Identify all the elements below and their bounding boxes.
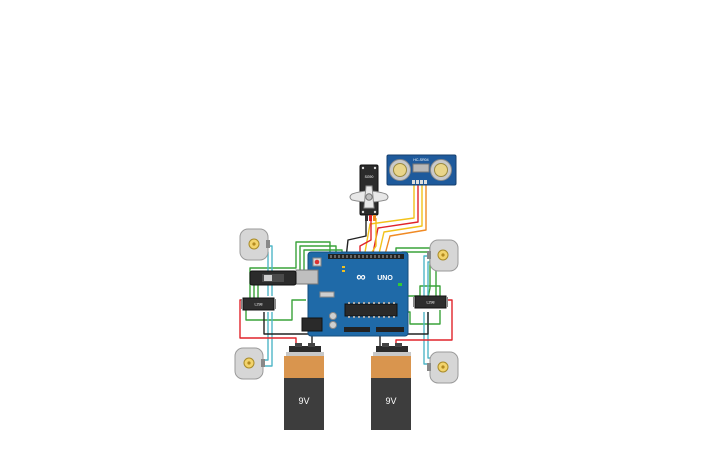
wire-right-red[interactable] [395, 299, 453, 348]
analog-header [376, 327, 404, 332]
wire-ultrasonic-trig[interactable] [377, 184, 423, 259]
motor-driver-left-label: L298 [255, 303, 263, 307]
wire-ultrasonic-gnd[interactable] [363, 184, 415, 259]
arduino-logo: ∞ [356, 269, 365, 284]
wire-left-green-4[interactable] [245, 299, 306, 321]
dc-motor-front-left[interactable] [239, 228, 270, 261]
motor-driver-right-label: L298 [427, 301, 435, 305]
battery-left[interactable]: 9V [284, 343, 324, 430]
dc-motor-rear-right[interactable] [427, 351, 459, 384]
atmega-chip [344, 303, 398, 317]
power-jack[interactable] [301, 317, 323, 332]
servo-motor[interactable]: SG90 [349, 164, 389, 221]
ultrasonic-label: HC-SR04 [413, 158, 428, 162]
arduino-brand: UNO [377, 275, 393, 282]
power-header [344, 327, 370, 332]
wire-ultrasonic-echo[interactable] [383, 184, 427, 259]
wire-ultrasonic-vcc[interactable] [371, 184, 419, 259]
arduino-uno-board[interactable]: ∞ UNO [295, 251, 409, 337]
slide-switch[interactable] [249, 270, 297, 286]
wire-left-black[interactable] [263, 312, 313, 348]
battery-right[interactable]: 9V [371, 343, 411, 430]
servo-label: SG90 [365, 175, 374, 179]
battery-left-label: 9V [298, 396, 309, 406]
ultrasonic-sensor[interactable]: HC-SR04 [386, 154, 457, 186]
wire-left-cyan-bottom2[interactable] [262, 312, 273, 367]
dc-motor-rear-left[interactable] [234, 347, 265, 380]
motor-driver-right[interactable]: L298 [413, 295, 448, 309]
wire-servo-signal[interactable] [345, 218, 367, 259]
dc-motor-front-right[interactable] [427, 239, 459, 272]
usb-port[interactable] [295, 269, 319, 285]
battery-right-label: 9V [385, 396, 396, 406]
motor-driver-left[interactable]: L298 [241, 297, 276, 311]
